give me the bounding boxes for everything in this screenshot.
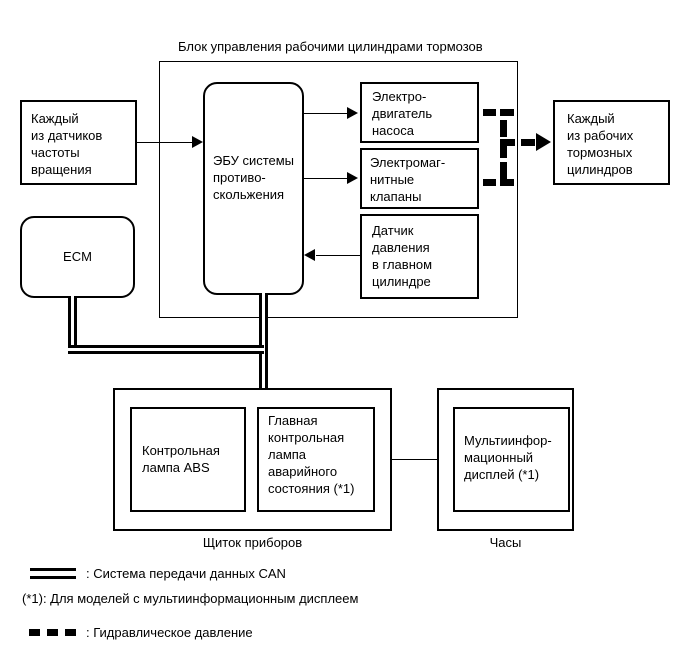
connector-ecu-to-motor [304, 113, 349, 114]
clock-caption: Часы [489, 535, 522, 550]
hydraulic-dash-motor-stub [483, 109, 496, 116]
connector-sensors-to-ecu [137, 142, 194, 143]
speed-sensors-label: Каждый из датчиков частоты вращения [31, 111, 103, 177]
abs-warning-lamp-box [130, 407, 246, 512]
pressure-sensor-label: Датчик давления в главном цилиндре [372, 223, 433, 289]
arrowhead-hydraulic-to-wheel-cylinders [536, 133, 551, 151]
master-warning-lamp-box [257, 407, 375, 512]
hydraulic-dash-corner-bottom [500, 179, 514, 186]
ecm-label: ECM [63, 249, 92, 264]
can-bus-horizontal-run [68, 345, 264, 354]
solenoid-valves-label: Электромаг- нитные клапаны [370, 155, 446, 204]
wheel-cylinders-label: Каждый из рабочих тормозных цилиндров [567, 111, 634, 177]
connector-instrument-panel-to-clock [392, 459, 437, 460]
ecm-box [20, 216, 135, 298]
hydraulic-dash-vertical-lower [500, 162, 507, 179]
hydraulic-dash-out-1 [500, 139, 515, 146]
speed-sensors-box [20, 100, 137, 185]
abs-warning-lamp-label: Контрольная лампа ABS [142, 443, 220, 475]
hydraulic-dash-out-2 [521, 139, 535, 146]
hydraulic-dash-solenoid-stub [483, 179, 496, 186]
abs-ecu-box [203, 82, 304, 295]
connector-ecu-to-solenoid [304, 178, 349, 179]
hydraulic-dash-corner-top [500, 109, 514, 116]
pressure-sensor-box [360, 214, 479, 299]
multi-information-display-label: Мультиинфор- мационный дисплей (*1) [464, 433, 552, 482]
arrowhead-ecu-to-solenoid [347, 172, 358, 184]
legend-note-label: (*1): Для моделей с мультиинформационным… [22, 591, 359, 606]
can-bus-ecm-drop [68, 296, 77, 352]
master-warning-lamp-label: Главная контрольная лампа аварийного сос… [268, 413, 355, 496]
hydraulic-dash-vertical-mid [500, 141, 507, 158]
pump-motor-label: Электро- двигатель насоса [372, 89, 433, 138]
arrowhead-sensors-to-ecu [192, 136, 203, 148]
arrowhead-pressure-sensor-to-ecu [304, 249, 315, 261]
multi-information-display-box [453, 407, 570, 512]
legend-hydraulic-dash-2 [47, 629, 58, 636]
instrument-panel-caption: Щиток приборов [202, 535, 303, 550]
legend-hydraulic-dash-3 [65, 629, 76, 636]
solenoid-valves-box [360, 148, 479, 209]
legend-can-label: : Система передачи данных CAN [86, 566, 286, 581]
pump-motor-box [360, 82, 479, 143]
arrowhead-ecu-to-motor [347, 107, 358, 119]
legend-hydraulic-dash-1 [29, 629, 40, 636]
wheel-cylinders-box [553, 100, 670, 185]
can-bus-ecu-drop [259, 293, 268, 393]
control-block-title: Блок управления рабочими цилиндрами торм… [178, 39, 483, 54]
hydraulic-dash-vertical-upper [500, 120, 507, 137]
abs-ecu-label: ЭБУ системы противо- скольжения [213, 153, 295, 202]
legend-hydraulic-label: : Гидравлическое давление [86, 625, 253, 640]
legend-can-swatch [30, 568, 76, 579]
connector-pressure-sensor-to-ecu [316, 255, 360, 256]
